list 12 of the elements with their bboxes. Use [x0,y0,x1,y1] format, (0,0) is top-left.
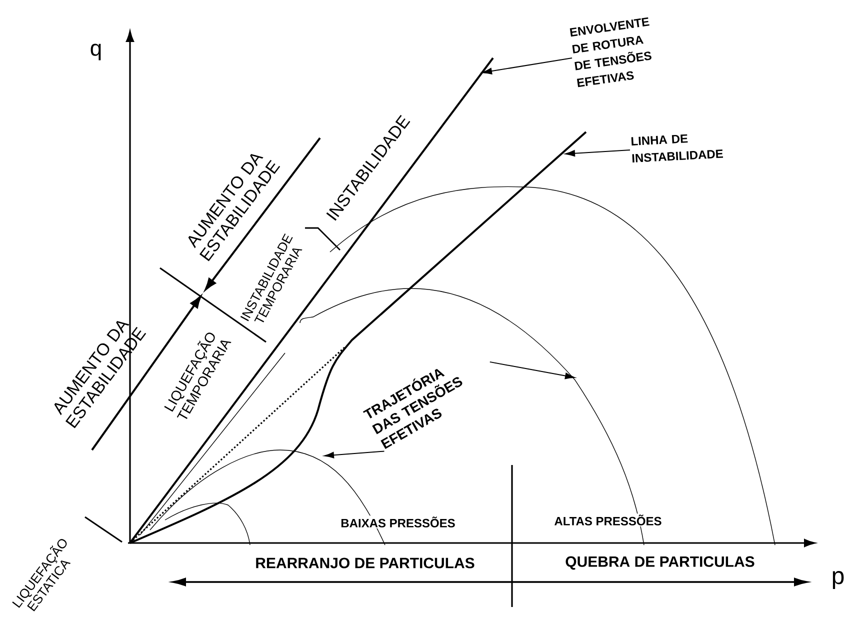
leader-line [482,58,572,74]
range-label: QUEBRA DE PARTICULAS [566,556,754,570]
axis-label: q [90,44,101,60]
range-label: BAIXAS PRESSÕES [340,516,456,528]
axis-label: p [832,571,844,589]
leader-line [489,361,575,380]
range-label: ALTAS PRESSÕES [553,514,663,526]
callout-text: ENVOLVENTE DE ROTURA DE TENSÕES EFETIVAS [570,17,652,88]
leader-line [324,450,385,458]
range-label: REARRANJO DE PARTICULAS [256,558,474,568]
callout-text: LINHA DE INSTABILIDADE [631,134,724,162]
leader-line [565,150,630,157]
